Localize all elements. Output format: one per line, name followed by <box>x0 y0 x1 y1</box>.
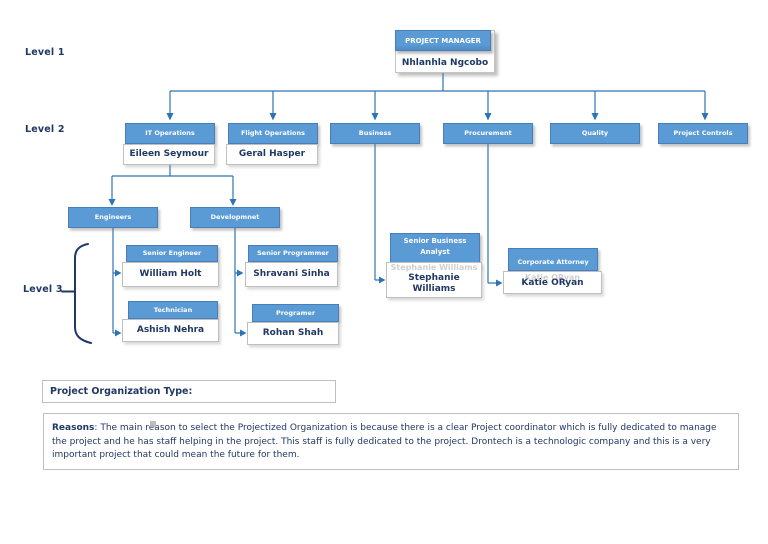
object-anchor-icon <box>150 421 156 427</box>
project-organization-type-box: Project Organization Type: <box>42 380 336 403</box>
name-technician: Ashish Nehra <box>122 319 219 342</box>
node-engineers: Engineers <box>68 207 158 228</box>
reasons-box: Reasons: The main reason to select the P… <box>43 413 739 470</box>
node-it-operations: IT Operations <box>125 123 215 144</box>
title-senior-programmer: Senior Programmer <box>248 245 338 262</box>
name-text: Katie ORyan <box>521 278 584 289</box>
node-project-controls: Project Controls <box>658 123 748 144</box>
connector-lines <box>111 73 706 334</box>
name-programer: Rohan Shah <box>247 322 339 345</box>
name-corporate-attorney: Katie ORyan Katie ORyan <box>503 271 602 294</box>
node-quality: Quality <box>550 123 640 144</box>
node-procurement: Procurement <box>443 123 533 144</box>
title-corporate-attorney: Corporate Attorney <box>508 248 598 271</box>
level-1-label: Level 1 <box>25 47 65 58</box>
level-3-label: Level 3 <box>23 284 63 295</box>
node-development: Developmnet <box>190 207 280 228</box>
name-flight-operations: Geral Hasper <box>226 144 318 165</box>
title-technician: Technician <box>128 301 218 319</box>
name-senior-programmer: Shravani Sinha <box>245 262 338 287</box>
project-manager-name: Nhlanhla Ngcobo <box>401 57 489 68</box>
reasons-label: Reasons <box>52 423 95 433</box>
connector-arrowheads <box>108 113 709 337</box>
name-text: Stephanie Williams <box>408 272 460 295</box>
node-flight-operations: Flight Operations <box>228 123 318 144</box>
reasons-text: : The main reason to select the Projecti… <box>52 423 717 460</box>
title-programer: Programer <box>252 304 339 322</box>
level3-brace <box>61 243 92 344</box>
node-business: Business <box>330 123 420 144</box>
ghost-text: Katie ORyan <box>524 273 581 282</box>
name-senior-business-analyst: Stephanie Williams Stephanie Williams <box>386 262 482 298</box>
name-it-operations: Eileen Seymour <box>123 144 215 165</box>
title-senior-engineer: Senior Engineer <box>126 245 218 262</box>
project-manager-title: PROJECT MANAGER <box>395 30 491 51</box>
level-2-label: Level 2 <box>25 124 65 135</box>
name-senior-engineer: William Holt <box>122 262 219 287</box>
ghost-text: Stephanie Williams <box>390 263 478 272</box>
project-organization-type-label: Project Organization Type: <box>50 386 193 397</box>
node-project-manager: PROJECT MANAGER Nhlanhla Ngcobo <box>395 30 495 73</box>
